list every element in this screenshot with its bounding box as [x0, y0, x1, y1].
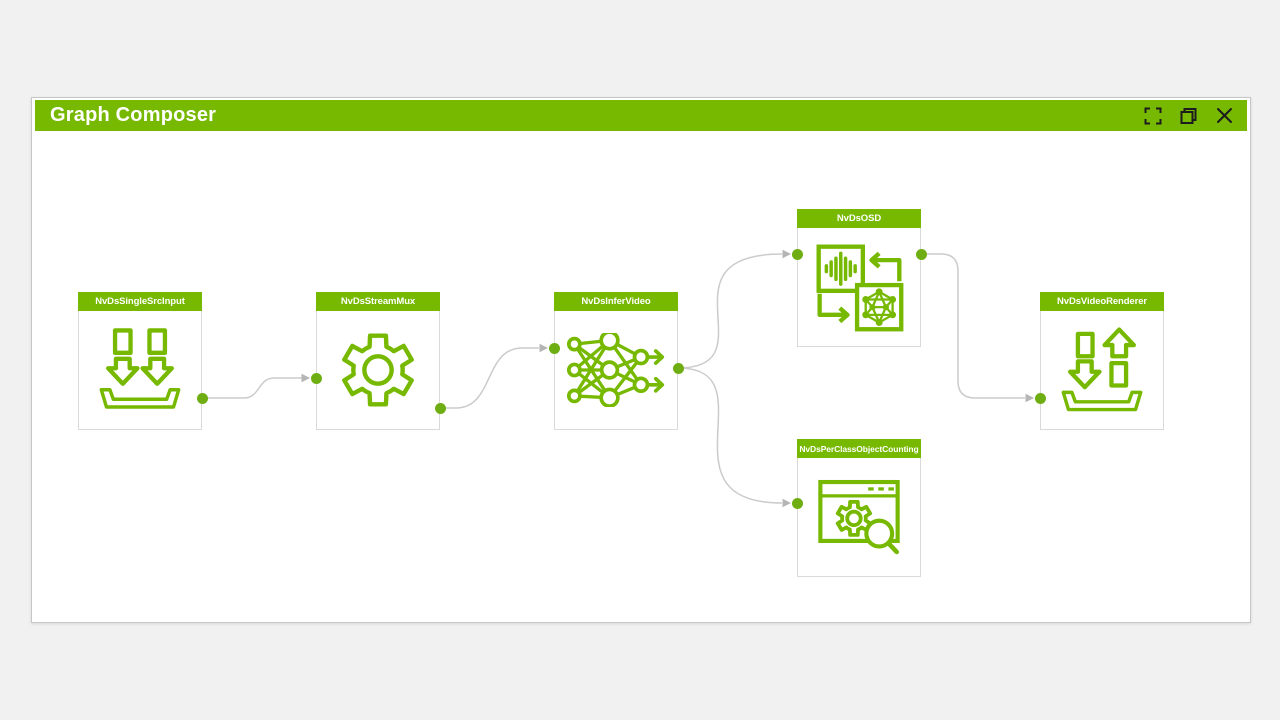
- node-header: NvDsInferVideo: [554, 292, 678, 311]
- port-perclassobjectcounting-in[interactable]: [791, 497, 803, 509]
- port-osd-in[interactable]: [791, 248, 803, 260]
- render-tray-icon: [1061, 327, 1143, 412]
- node-infervideo[interactable]: NvDsInferVideo: [554, 292, 678, 430]
- port-infervideo-out[interactable]: [672, 362, 684, 374]
- window-controls: [1143, 106, 1234, 125]
- node-header: NvDsPerClassObjectCounting: [797, 439, 921, 458]
- port-streammux-out[interactable]: [434, 402, 446, 414]
- neural-network-icon: [566, 333, 665, 407]
- port-videorenderer-in[interactable]: [1034, 392, 1046, 404]
- wire-osd-to-renderer[interactable]: [921, 253, 1025, 399]
- window-title: Graph Composer: [50, 104, 217, 126]
- wire-streammux-to-infer[interactable]: [440, 347, 539, 409]
- close-button[interactable]: [1215, 106, 1234, 125]
- node-perclassobjectcounting[interactable]: NvDsPerClassObjectCounting: [797, 439, 921, 577]
- graph-composer-window: Graph Composer: [31, 97, 1251, 623]
- node-videorenderer[interactable]: NvDsVideoRenderer: [1040, 292, 1164, 430]
- wire-singlesrc-to-streammux[interactable]: [202, 377, 302, 399]
- graph-canvas[interactable]: NvDsSingleSrcInput NvDsStreamMux: [32, 132, 1250, 622]
- title-bar[interactable]: Graph Composer: [35, 100, 1247, 131]
- ingest-tray-icon: [99, 328, 181, 409]
- port-osd-out[interactable]: [915, 248, 927, 260]
- fullscreen-icon: [1144, 107, 1161, 124]
- port-streammux-in[interactable]: [310, 372, 322, 384]
- node-singlesrcinput[interactable]: NvDsSingleSrcInput: [78, 292, 202, 430]
- gear-icon: [342, 333, 414, 407]
- port-infervideo-in[interactable]: [548, 342, 560, 354]
- node-osd[interactable]: NvDsOSD: [797, 209, 921, 347]
- wire-infer-to-counting[interactable]: [677, 367, 783, 504]
- node-header: NvDsStreamMux: [316, 292, 440, 311]
- restore-windows-icon: [1180, 108, 1197, 124]
- wire-infer-to-osd[interactable]: [677, 253, 783, 369]
- analytics-window-icon: [818, 479, 900, 555]
- node-streammux[interactable]: NvDsStreamMux: [316, 292, 440, 430]
- close-icon: [1217, 108, 1232, 123]
- restore-button[interactable]: [1179, 106, 1198, 125]
- port-singlesrcinput-out[interactable]: [196, 392, 208, 404]
- node-header: NvDsVideoRenderer: [1040, 292, 1164, 311]
- fullscreen-button[interactable]: [1143, 106, 1162, 125]
- media-transform-icon: [816, 244, 904, 332]
- node-header: NvDsOSD: [797, 209, 921, 228]
- node-header: NvDsSingleSrcInput: [78, 292, 202, 311]
